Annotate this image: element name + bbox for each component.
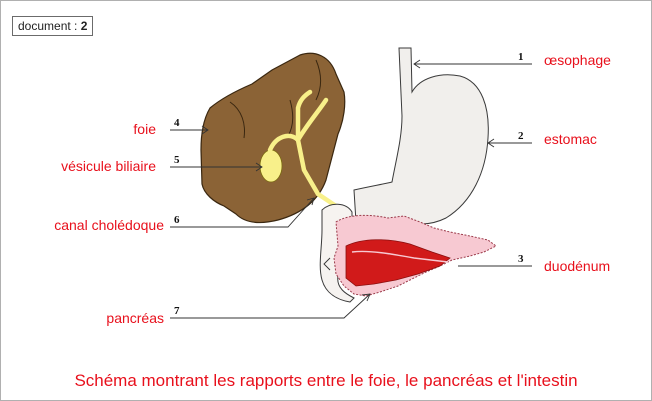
number-6: 6 [174,214,180,226]
gallbladder-shape [260,150,282,182]
stomach-shape [354,48,488,229]
number-1: 1 [518,51,524,63]
number-2: 2 [518,130,524,142]
number-7: 7 [174,305,180,317]
label-vesicule-biliaire: vésicule biliaire [20,158,156,174]
number-4: 4 [174,117,180,129]
label-duodenum: duodénum [544,258,610,274]
number-3: 3 [518,253,524,265]
label-pancreas: pancréas [40,310,164,326]
label-foie: foie [40,121,156,137]
label-estomac: estomac [544,131,597,147]
label-oesophage: œsophage [544,52,611,68]
number-5: 5 [174,154,180,166]
figure-caption: Schéma montrant les rapports entre le fo… [0,371,652,391]
label-canal-choledoque: canal cholédoque [8,217,164,233]
